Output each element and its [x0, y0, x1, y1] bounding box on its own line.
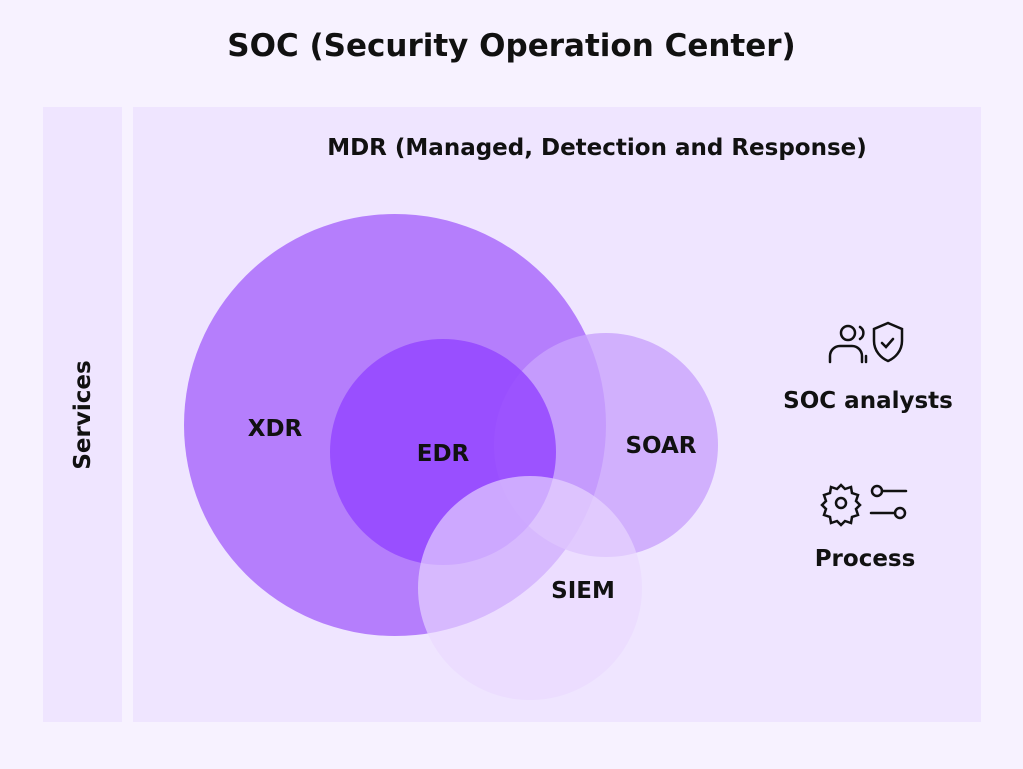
- gear-sliders-icon: [820, 483, 908, 527]
- siem-circle: [418, 476, 642, 700]
- services-panel: Services: [43, 107, 122, 722]
- soar-label: SOAR: [625, 433, 697, 459]
- page-title: SOC (Security Operation Center): [227, 28, 796, 64]
- users-shield-icon: [828, 321, 904, 364]
- soc-analysts-label: SOC analysts: [783, 388, 953, 414]
- process-label: Process: [814, 546, 916, 572]
- siem-label: SIEM: [551, 578, 615, 604]
- mdr-title: MDR (Managed, Detection and Response): [327, 135, 867, 161]
- xdr-label: XDR: [247, 416, 303, 442]
- edr-label: EDR: [416, 441, 470, 467]
